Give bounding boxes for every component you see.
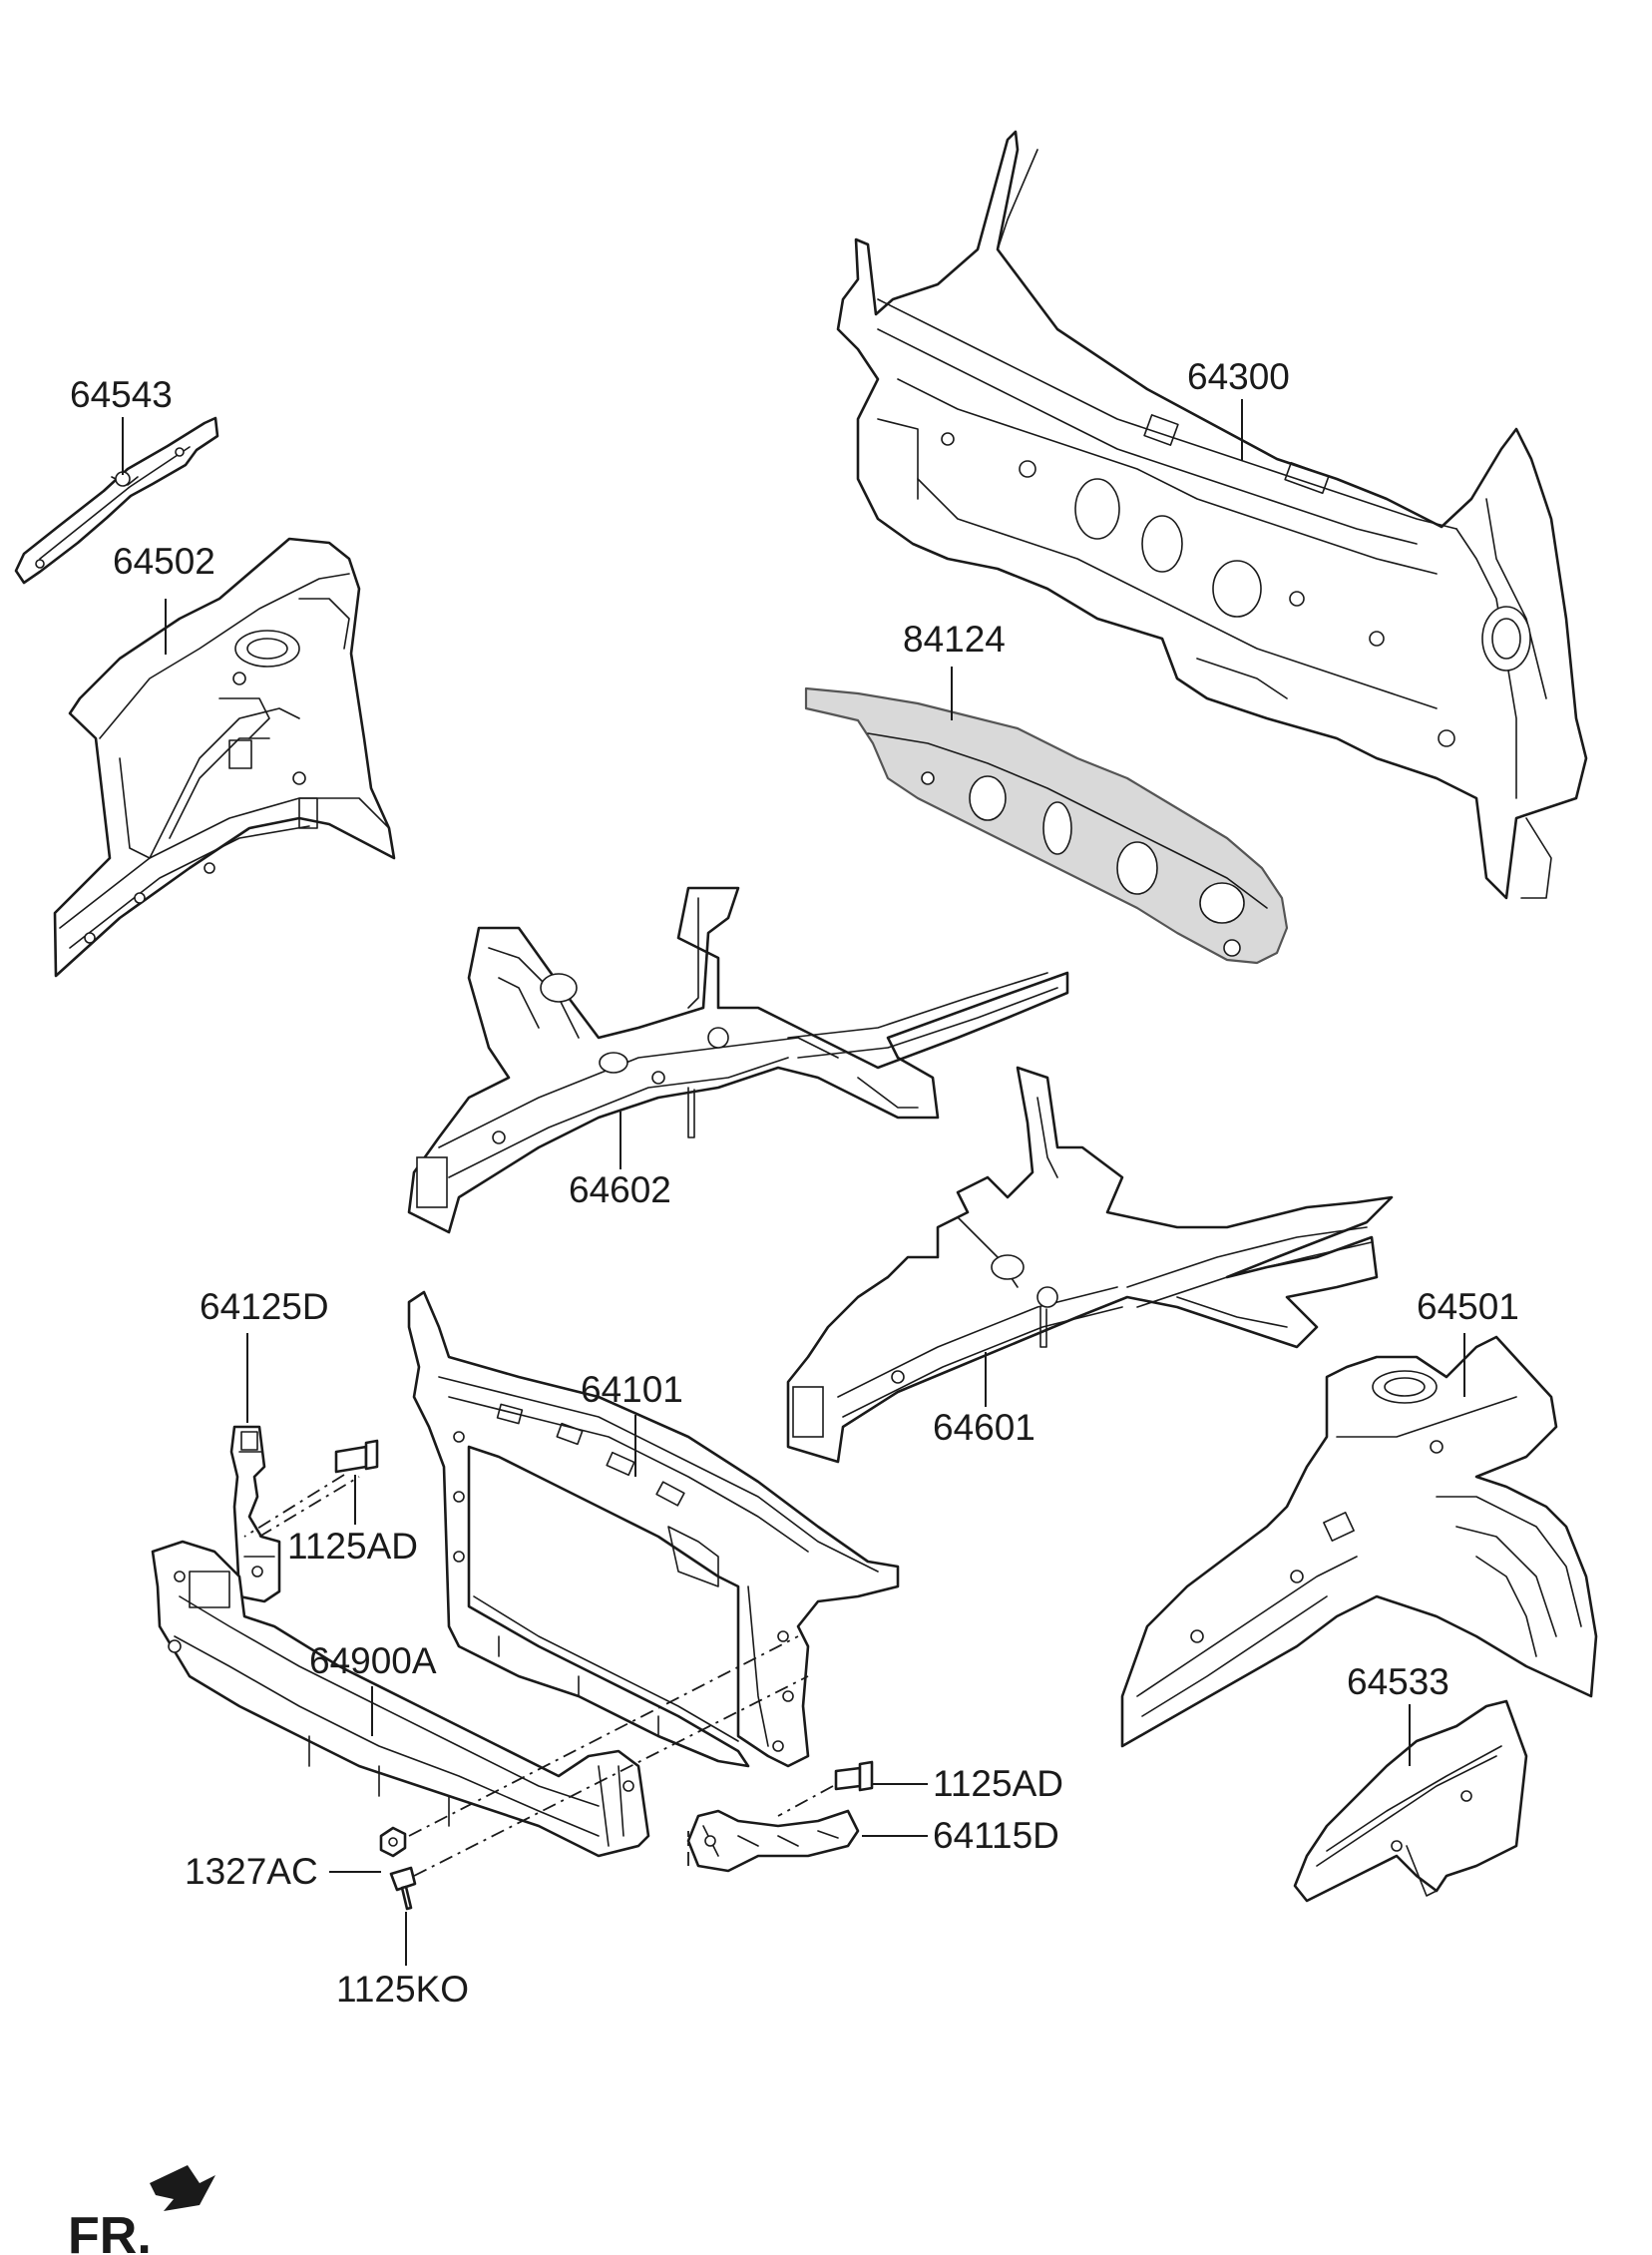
part-64601-right-side-member: [786, 1066, 1394, 1464]
nut-1327AC: [379, 1826, 407, 1858]
part-84124-dash-insulator: [804, 686, 1289, 965]
part-64543-bracket: [14, 416, 219, 585]
bolt-1125AD-right: [834, 1760, 874, 1792]
part-64300-dash-panel: [836, 130, 1588, 900]
part-64115D-bracket: [686, 1809, 860, 1873]
callout-1125AD-right: 1125AD: [933, 1763, 1063, 1804]
front-label: FR.: [68, 2207, 152, 2255]
part-64501-right-apron: [1120, 1335, 1598, 1748]
assembly-lines: [243, 1474, 834, 1877]
callout-64501: 64501: [1417, 1286, 1519, 1327]
callout-1125AD-left: 1125AD: [287, 1526, 418, 1567]
callout-64601: 64601: [933, 1407, 1035, 1448]
callout-1125KO: 1125KO: [336, 1969, 469, 2010]
callout-64502: 64502: [113, 541, 215, 582]
bolt-1125AD-left: [334, 1439, 379, 1474]
leader-lines: [122, 399, 1465, 1966]
part-64502-left-apron: [53, 537, 396, 978]
callout-64300: 64300: [1187, 356, 1290, 397]
callout-64900A: 64900A: [309, 1640, 437, 1681]
orientation-marker: FR.: [68, 2165, 215, 2255]
bolt-1125KO: [389, 1866, 417, 1911]
callout-64101: 64101: [581, 1369, 683, 1410]
front-direction-arrow-icon: [150, 2165, 215, 2211]
callout-64125D: 64125D: [200, 1286, 329, 1327]
callout-64543: 64543: [70, 374, 173, 415]
callout-64533: 64533: [1347, 1661, 1449, 1702]
callout-64115D: 64115D: [933, 1815, 1059, 1856]
part-64533-member: [1293, 1699, 1528, 1903]
callout-64602: 64602: [569, 1169, 671, 1210]
callout-1327AC: 1327AC: [185, 1851, 318, 1892]
callout-labels: 64543 64502 64300 84124 64602 64601 6412…: [70, 356, 1519, 2010]
part-64602-left-side-member: [407, 886, 1069, 1234]
part-64900A-bumper-beam: [151, 1540, 650, 1858]
callout-84124: 84124: [903, 619, 1006, 660]
part-64125D-bracket: [229, 1425, 281, 1603]
